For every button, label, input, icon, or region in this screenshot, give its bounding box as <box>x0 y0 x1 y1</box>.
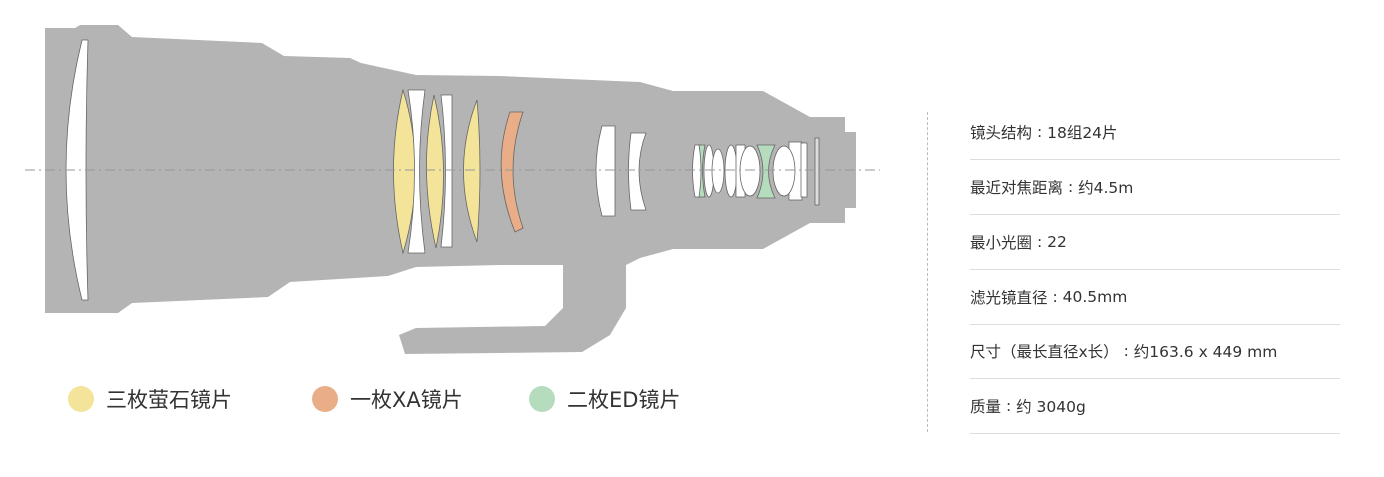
spec-value: 约 3040g <box>1016 398 1086 416</box>
xa-swatch <box>312 386 338 412</box>
fluorite-swatch <box>68 386 94 412</box>
legend-fluorite: 三枚萤石镜片 <box>68 384 232 414</box>
lens-element <box>772 145 796 197</box>
spec-row-weight: 质量 : 约 3040g <box>970 379 1340 434</box>
lens-element <box>724 144 738 198</box>
lens-element <box>440 94 453 248</box>
front-lens-element <box>65 39 89 301</box>
spec-row-min-focus: 最近对焦距离 : 约4.5m <box>970 160 1340 215</box>
spec-value: 约163.6 x 449 mm <box>1133 343 1278 361</box>
ed-lens-1 <box>698 144 706 198</box>
spec-label: 镜头结构 <box>970 124 1033 142</box>
spec-label: 最小光圈 <box>970 234 1033 252</box>
spec-row-filter: 滤光镜直径 : 40.5mm <box>970 270 1340 325</box>
lens-element <box>407 89 426 254</box>
ed-lens-2 <box>756 144 776 199</box>
ed-swatch <box>529 386 555 412</box>
lens-element <box>711 148 725 194</box>
legend-label: 一枚XA镜片 <box>350 388 463 412</box>
legend-label: 二枚ED镜片 <box>567 388 681 412</box>
spec-value: 40.5mm <box>1062 288 1128 306</box>
spec-label: 滤光镜直径 <box>970 289 1048 307</box>
lens-element <box>628 132 647 211</box>
fluorite-lens-2 <box>426 94 444 249</box>
lens-cross-section-diagram <box>25 25 880 354</box>
spec-row-dimensions: 尺寸（最长直径x长） : 约163.6 x 449 mm <box>970 324 1340 379</box>
spec-label: 质量 <box>970 398 1002 416</box>
divider <box>927 112 928 432</box>
lens-element <box>739 145 761 197</box>
spec-label: 尺寸（最长直径x长） <box>970 343 1119 361</box>
legend-xa: 一枚XA镜片 <box>312 384 463 414</box>
lens-element <box>595 125 616 217</box>
spec-row-min-aperture: 最小光圈 : 22 <box>970 215 1340 270</box>
filter-plate <box>814 137 820 206</box>
legend-ed: 二枚ED镜片 <box>529 384 680 414</box>
spec-value: 约4.5m <box>1078 179 1134 197</box>
legend-label: 三枚萤石镜片 <box>106 388 232 412</box>
spec-row-construction: 镜头结构 : 18组24片 <box>970 105 1340 160</box>
fluorite-lens-3 <box>463 99 481 243</box>
spec-value: 22 <box>1047 233 1067 251</box>
spec-value: 18组24片 <box>1047 124 1118 142</box>
xa-lens <box>500 111 524 233</box>
spec-label: 最近对焦距离 <box>970 179 1064 197</box>
